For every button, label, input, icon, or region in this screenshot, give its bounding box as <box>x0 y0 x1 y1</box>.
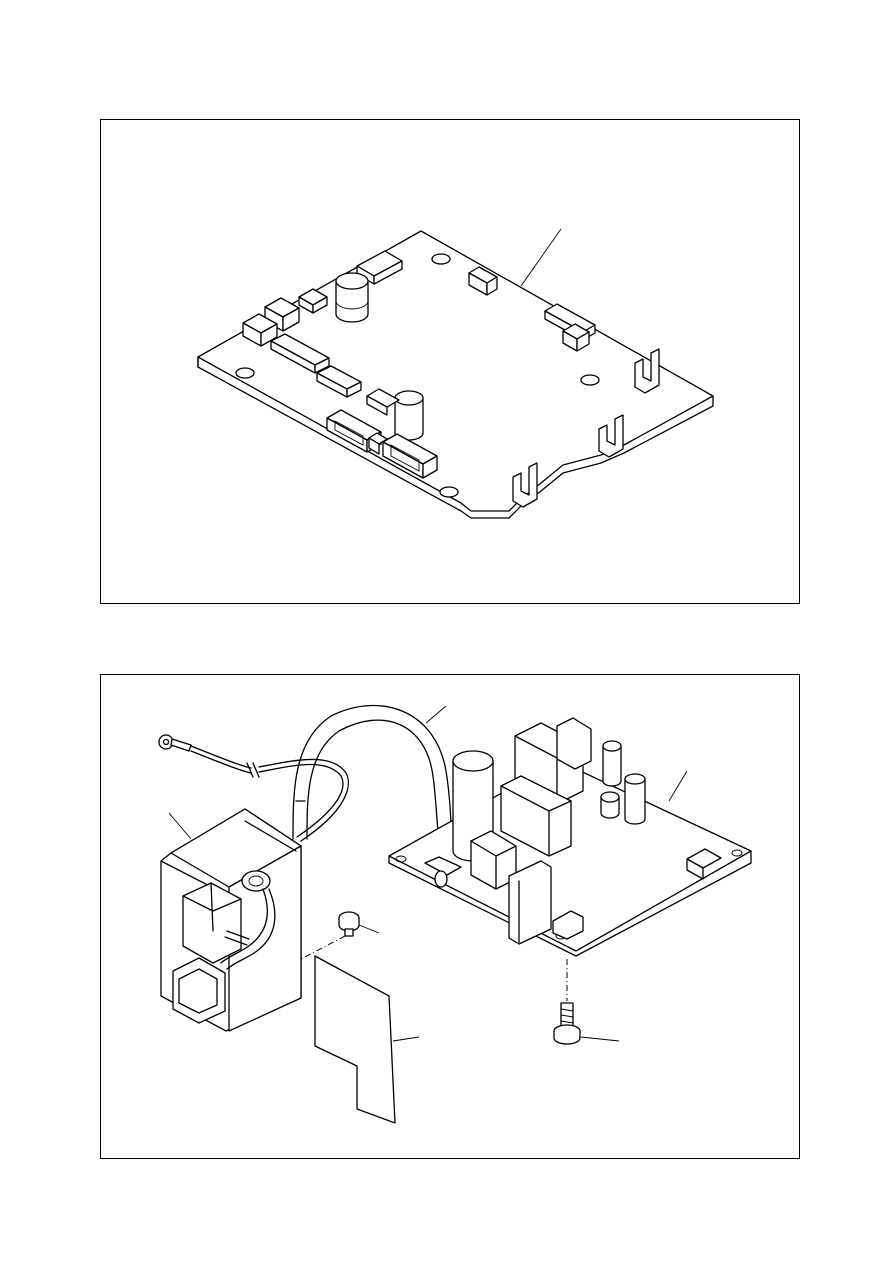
callout-leader <box>426 706 446 723</box>
heatsink <box>509 861 551 944</box>
callout-leader <box>581 1037 619 1041</box>
power-supply-drawing <box>101 675 801 1160</box>
connector-header <box>469 267 497 295</box>
relay-block <box>243 314 277 346</box>
board-clip <box>635 349 659 393</box>
figure-panel-main-pcb <box>100 119 800 604</box>
small-capacitor <box>601 792 619 818</box>
small-capacitor <box>603 741 621 786</box>
connector-header <box>563 324 589 351</box>
main-pcb-drawing <box>101 120 801 605</box>
connector-header <box>271 334 329 373</box>
board-clip <box>513 463 537 507</box>
power-cable <box>293 705 453 861</box>
insulating-sheet <box>315 956 395 1123</box>
relay-block <box>299 289 327 313</box>
mounting-hole <box>440 487 458 497</box>
mounting-hole <box>236 368 254 378</box>
ground-wire-ring-terminal <box>159 735 348 841</box>
callout-leader <box>669 771 687 801</box>
electrolytic-capacitor <box>336 273 368 322</box>
cable-tie <box>425 857 461 887</box>
callout-leader <box>393 1037 419 1041</box>
callout-leader <box>169 813 191 839</box>
screw <box>301 912 359 959</box>
board-clip <box>599 415 623 457</box>
connector-header <box>357 251 402 284</box>
heatsink <box>501 776 571 856</box>
small-capacitor <box>625 774 645 824</box>
connector-header <box>317 366 361 397</box>
callout-leader <box>359 925 379 933</box>
connector-header <box>367 389 399 415</box>
board-clip <box>553 911 583 939</box>
relay-block <box>265 298 299 331</box>
electrolytic-capacitor <box>395 391 423 440</box>
figure-panel-power-supply <box>100 674 800 1159</box>
small-connector <box>369 433 387 454</box>
tapping-screw <box>554 1003 580 1044</box>
mounting-hole <box>432 254 450 264</box>
mounting-hole <box>581 375 599 385</box>
connector-header <box>687 849 721 879</box>
jst-connector <box>383 434 437 478</box>
ac-inlet-bracket <box>161 809 301 1031</box>
callout-leader <box>521 229 561 286</box>
